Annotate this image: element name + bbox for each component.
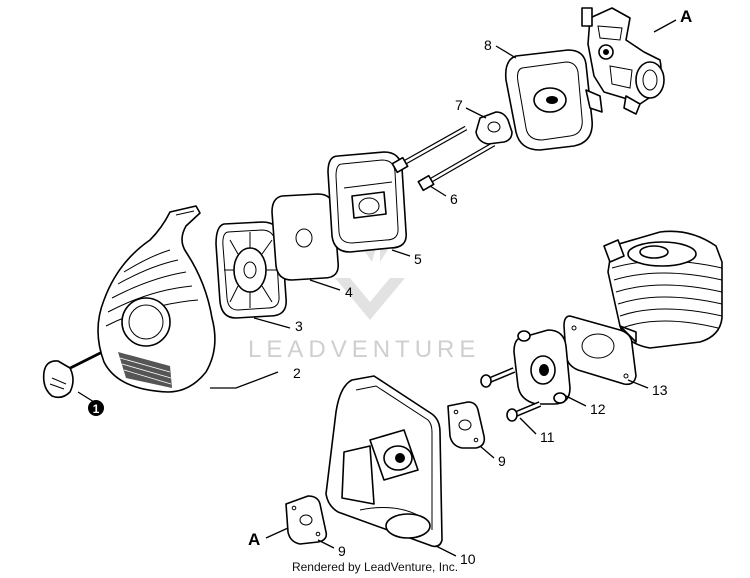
part-9-gasket-lower (285, 495, 328, 545)
callout-11: 11 (540, 429, 555, 445)
leader-lines (77, 19, 677, 557)
part-5-plate (327, 151, 407, 253)
carburetor (581, 7, 665, 115)
part-4-filter (271, 193, 340, 281)
callout-3: 3 (295, 318, 303, 334)
part-9-gasket-upper (447, 401, 486, 449)
callout-5: 5 (414, 251, 422, 267)
callout-9-lower: 9 (338, 543, 346, 559)
callouts: 1 2 3 4 5 6 7 8 9 9 10 11 12 13 A A (88, 7, 692, 567)
callout-12: 12 (590, 401, 606, 417)
callout-8: 8 (484, 37, 492, 53)
part-3-frame (215, 221, 287, 319)
reference-A-bottom: A (248, 530, 260, 549)
callout-6: 6 (450, 191, 458, 207)
part-7-gasket (475, 111, 513, 145)
footer-credit: Rendered by LeadVenture, Inc. (291, 560, 459, 574)
part-2-cover (97, 205, 216, 393)
part-10-airbox (325, 375, 443, 548)
part-11-screws (480, 367, 542, 422)
callout-2: 2 (293, 365, 301, 381)
part-13-gasket (563, 315, 637, 386)
callout-10: 10 (460, 551, 476, 567)
watermark-text: LEADVENTURE (248, 336, 480, 363)
part-1-knob (42, 349, 103, 399)
callout-1-badge (88, 400, 104, 416)
part-8-adapter (504, 49, 603, 151)
callout-9-upper: 9 (498, 453, 506, 469)
callout-4: 4 (345, 284, 353, 300)
callout-13: 13 (652, 382, 668, 398)
part-12-manifold (513, 329, 571, 405)
reference-A-top: A (680, 7, 692, 26)
part-6-bolts (391, 125, 496, 192)
callout-7: 7 (455, 97, 463, 113)
callout-1: 1 (93, 402, 100, 416)
cylinder (603, 230, 723, 349)
watermark: LEADVENTURE (248, 212, 480, 363)
